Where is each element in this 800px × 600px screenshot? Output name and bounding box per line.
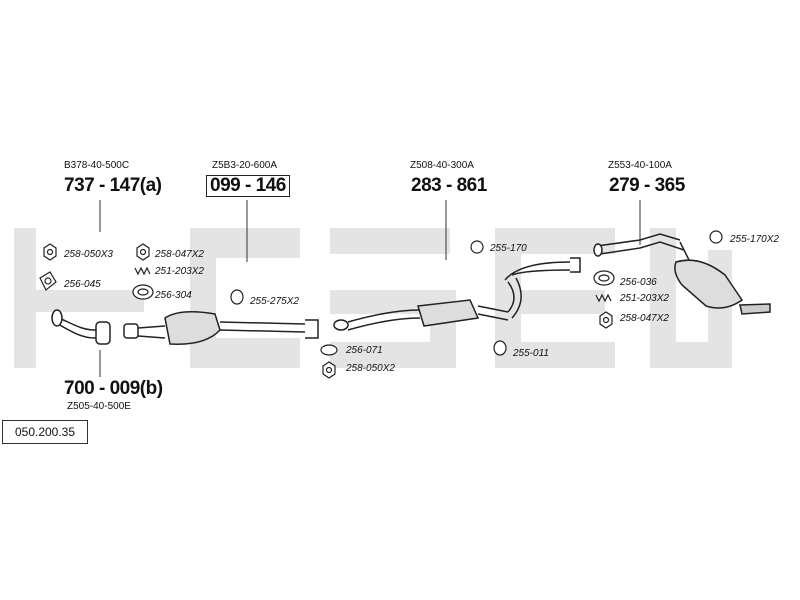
- fitting-icons: [39, 230, 723, 379]
- fitting-ref: 251-203X2: [155, 266, 204, 277]
- assembly-part-4: 279 - 365: [609, 175, 685, 196]
- catalytic-converter: [123, 311, 319, 345]
- center-pipe: [333, 257, 581, 331]
- assembly-code-1: B378-40-500C: [64, 160, 130, 171]
- front-pipe: [51, 309, 111, 345]
- fitting-ref: 258-050X2: [346, 363, 395, 374]
- assembly-part-3: 283 - 861: [411, 175, 487, 196]
- assembly-part-2: 099 - 146: [206, 175, 290, 197]
- fitting-ref: 255-170: [490, 243, 527, 254]
- spring-icon: [595, 293, 612, 303]
- rubber-mount-icon: [493, 340, 507, 356]
- assembly-part-5: 700 - 009(b): [64, 378, 163, 399]
- rubber-mount-icon: [230, 289, 244, 305]
- assembly-code-5: Z505-40-500E: [67, 401, 131, 412]
- fitting-ref: 255-011: [513, 348, 549, 359]
- brand-watermark: [14, 228, 732, 368]
- fitting-ref: 256-045: [64, 279, 101, 290]
- assembly-code-4: Z553-40-100A: [608, 160, 672, 171]
- rubber-mount-icon: [709, 230, 723, 244]
- fitting-ref: 255-275X2: [250, 296, 299, 307]
- fitting-ref: 251-203X2: [620, 293, 669, 304]
- fitting-ref: 258-050X3: [64, 249, 113, 260]
- fitting-ref: 256-036: [620, 277, 657, 288]
- fitting-ref: 258-047X2: [155, 249, 204, 260]
- spring-icon: [134, 266, 151, 276]
- assembly-code-3: Z508-40-300A: [410, 160, 474, 171]
- leader-lines: [99, 200, 641, 377]
- ring-gasket-icon: [320, 344, 338, 356]
- fitting-ref: 256-304: [155, 290, 192, 301]
- assembly-part-1: 737 - 147(a): [64, 175, 162, 196]
- assembly-code-2: Z5B3-20-600A: [212, 160, 278, 171]
- fitting-ref: 258-047X2: [620, 313, 669, 324]
- rubber-mount-icon: [470, 240, 484, 254]
- catalogue-number: 050.200.35: [2, 420, 88, 444]
- fitting-ref: 256-071: [346, 345, 383, 356]
- rear-silencer: [593, 233, 771, 315]
- fitting-ref: 255-170X2: [730, 234, 779, 245]
